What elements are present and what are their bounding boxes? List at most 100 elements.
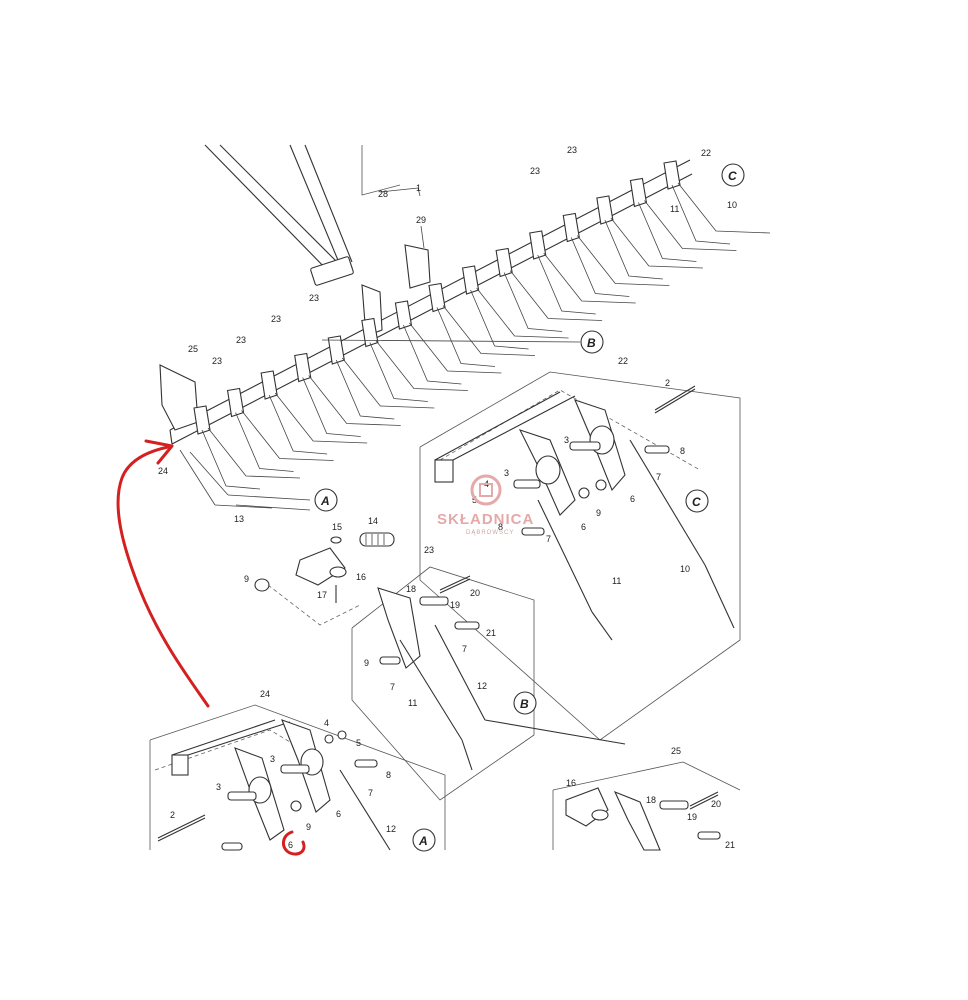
label-12-a: 12 [386, 824, 396, 834]
label-14: 14 [368, 516, 378, 526]
tine-spring [671, 184, 731, 245]
tine-spring [207, 427, 301, 479]
tine-spring [403, 324, 462, 385]
label-2-c: 2 [665, 378, 670, 388]
label-23-a: 23 [567, 145, 577, 155]
callout-b-detail: B [513, 691, 537, 715]
label-24-detail: 24 [260, 689, 270, 699]
spring-bracket-group [254, 532, 395, 626]
tine-bracket [562, 212, 580, 243]
frame-drawbar [204, 144, 421, 286]
tine-spring [436, 307, 496, 367]
label-10-main: 10 [727, 200, 737, 210]
label-12-b: 12 [477, 681, 487, 691]
svg-text:B: B [520, 697, 529, 711]
tine-spring [308, 375, 401, 426]
tine-spring [409, 322, 502, 374]
label-20-b: 20 [470, 588, 480, 598]
detail-23 [351, 566, 626, 801]
label-19-d: 19 [687, 812, 697, 822]
tine-spring [470, 289, 529, 350]
tine-bracket [495, 247, 513, 278]
label-4-a: 4 [324, 718, 329, 728]
label-7-c2: 7 [546, 534, 551, 544]
label-23-f: 23 [212, 356, 222, 366]
tine-spring [604, 219, 663, 280]
label-18-b: 18 [406, 584, 416, 594]
label-5-a: 5 [356, 738, 361, 748]
tine-bracket [461, 265, 480, 295]
tine-bracket [529, 230, 547, 260]
label-3-c1: 3 [564, 435, 569, 445]
callout-c-main: C [721, 163, 745, 187]
label-19-b: 19 [450, 600, 460, 610]
tine-spring [543, 252, 636, 304]
label-11-main: 11 [670, 204, 679, 214]
detail-22 [419, 371, 741, 741]
tine-bracket [596, 195, 614, 225]
label-25-main: 25 [188, 344, 198, 354]
label-9-mid: 9 [244, 574, 249, 584]
label-23-b: 23 [530, 166, 540, 176]
tine-spring [341, 357, 435, 409]
tine-spring [638, 202, 697, 262]
label-23-e: 23 [236, 335, 246, 345]
label-11-b: 11 [408, 698, 417, 708]
label-2-a: 2 [170, 810, 175, 820]
label-9-a: 9 [306, 822, 311, 832]
watermark-brand: SKŁADNICA [437, 511, 534, 528]
label-11-c: 11 [612, 576, 621, 586]
label-20-d: 20 [711, 799, 721, 809]
label-13: 13 [234, 514, 244, 524]
label-28: 28 [378, 189, 388, 199]
tine-spring [570, 237, 630, 297]
label-7-a: 7 [368, 788, 373, 798]
label-6-a1: 6 [336, 809, 341, 819]
tine-spring [537, 254, 596, 315]
tine-spring [268, 394, 328, 455]
tine-bracket [428, 282, 446, 313]
label-29: 29 [416, 215, 426, 225]
tine-spring [274, 392, 368, 444]
callout-b-main: B [580, 330, 604, 354]
callout-c-detail: C [685, 489, 709, 513]
label-22-top: 22 [701, 148, 711, 158]
label-1: 1 [416, 183, 421, 193]
callout-a-detail: A [412, 828, 436, 852]
tine-spring [375, 340, 468, 391]
label-24-main: 24 [158, 466, 168, 476]
label-7-b2: 7 [390, 682, 395, 692]
svg-text:A: A [320, 494, 330, 508]
tine-bracket [394, 300, 413, 330]
tine-spring [677, 182, 771, 234]
svg-text:A: A [418, 834, 428, 848]
label-7-c1: 7 [656, 472, 661, 482]
label-10-c: 10 [680, 564, 690, 574]
tine-spring [644, 200, 737, 251]
tine-spring [369, 342, 428, 402]
label-22-detail: 22 [618, 356, 628, 366]
label-16-mid: 16 [356, 572, 366, 582]
label-21-d: 21 [725, 840, 735, 850]
label-15: 15 [332, 522, 342, 532]
label-21-b: 21 [486, 628, 496, 638]
watermark-sub: DĄBROWSCY [466, 530, 514, 536]
label-3-a2: 3 [216, 782, 221, 792]
tine-spring [302, 377, 361, 437]
tine-bracket [663, 160, 681, 190]
label-25-detail: 25 [671, 746, 681, 756]
watermark-logo: SKŁADNICA DĄBROWSCY [437, 474, 534, 536]
label-3-a1: 3 [270, 754, 275, 764]
tine-spring [476, 287, 569, 339]
tine-spring [235, 412, 294, 472]
label-8-a: 8 [386, 770, 391, 780]
tine-spring [576, 235, 670, 286]
label-3-c2: 3 [504, 468, 509, 478]
svg-text:B: B [587, 336, 596, 350]
label-23-c: 23 [309, 293, 319, 303]
svg-text:C: C [728, 169, 737, 183]
label-6-c1: 6 [630, 494, 635, 504]
tine-spring [201, 429, 261, 490]
label-6-c2: 6 [581, 522, 586, 532]
